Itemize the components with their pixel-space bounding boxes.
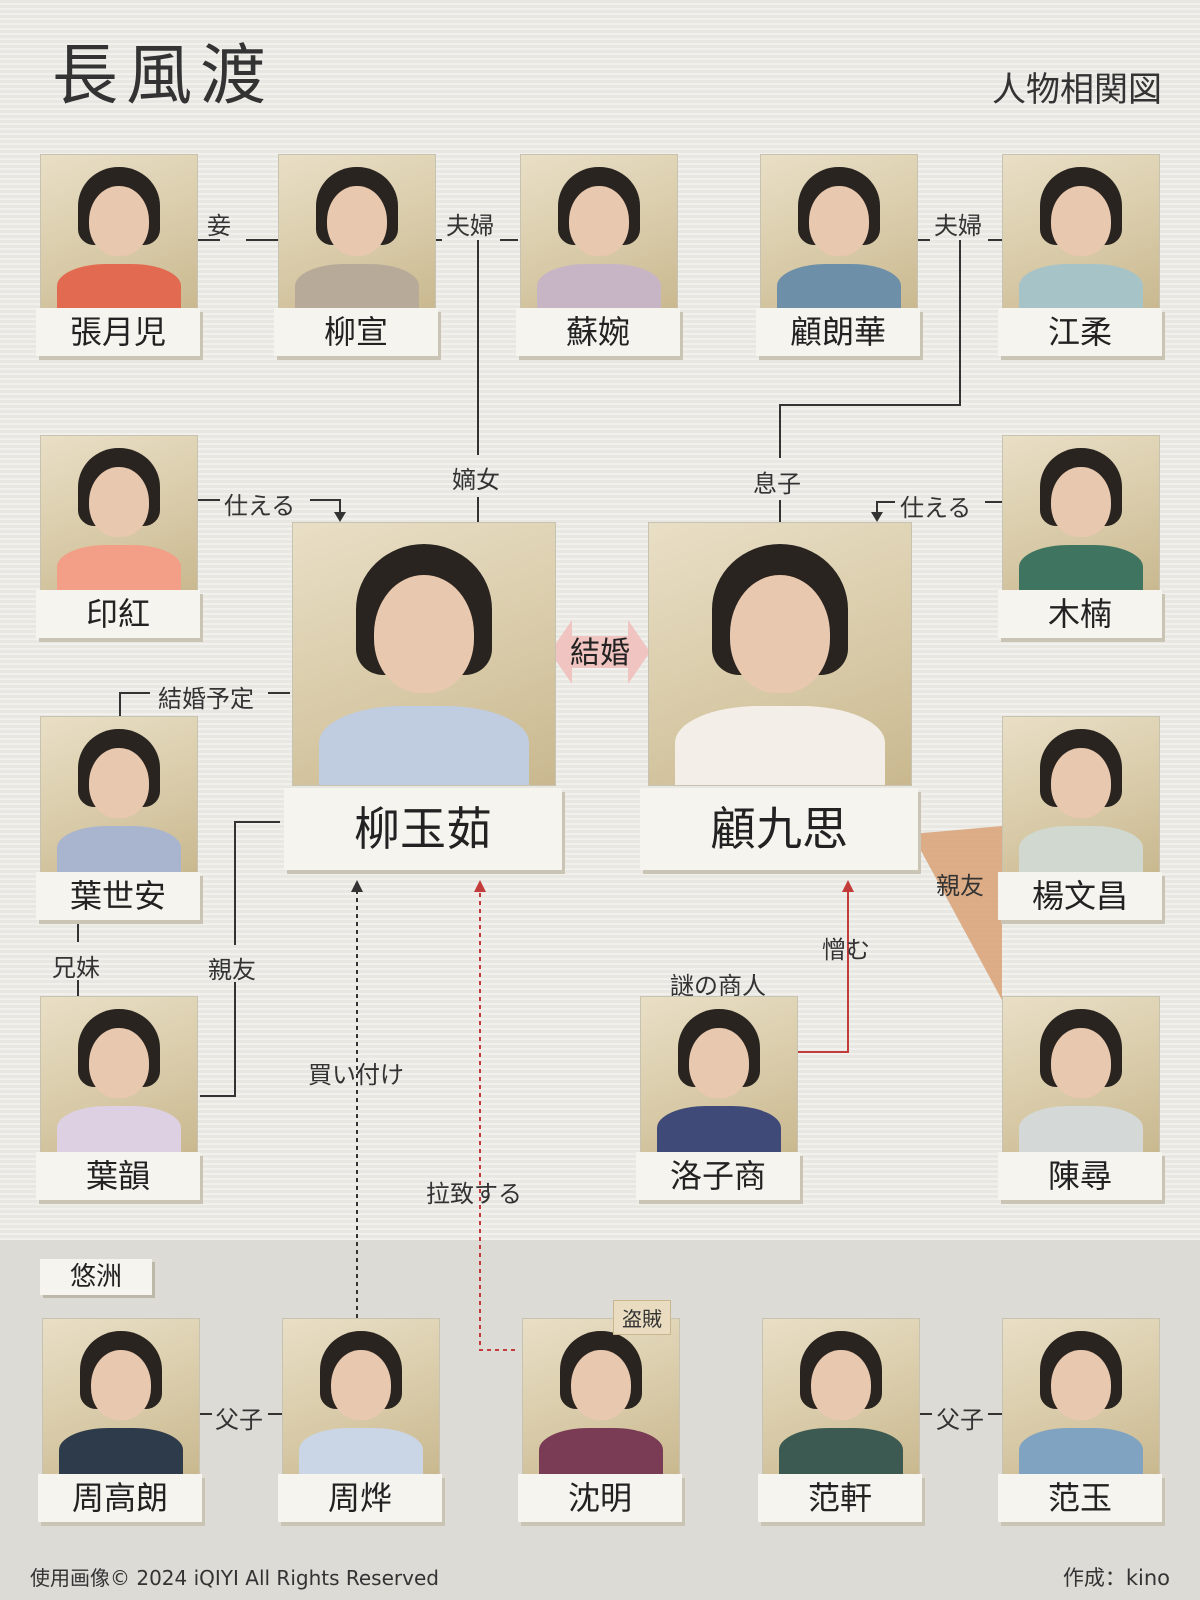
- character-name: 葉世安: [36, 872, 200, 920]
- line-serve1-right: [310, 499, 341, 516]
- character-name: 陳尋: [998, 1152, 1162, 1200]
- relation-friend2: 親友: [936, 872, 984, 900]
- character-name: 周高朗: [38, 1474, 202, 1522]
- relation-siblings: 兄妹: [52, 954, 100, 982]
- character-photo: [648, 522, 912, 786]
- relation-daughter: 嫡女: [452, 466, 500, 494]
- region-label: 悠洲: [40, 1259, 152, 1295]
- character-name: 沈明: [518, 1474, 682, 1522]
- character-photo: [520, 154, 678, 312]
- character-photo: [40, 435, 198, 593]
- character-photo: [282, 1318, 440, 1476]
- character-photo: [640, 996, 798, 1154]
- relation-concubine: 妾: [207, 212, 231, 240]
- relation-purchase: 買い付け: [308, 1061, 404, 1089]
- character-photo: [1002, 996, 1160, 1154]
- character-name: 顧九思: [640, 788, 918, 870]
- character-name: 范軒: [758, 1474, 922, 1522]
- character-photo: [1002, 1318, 1160, 1476]
- line-serve2-left: [876, 501, 895, 516]
- character-name: 張月児: [36, 308, 200, 356]
- character-photo: [1002, 154, 1160, 312]
- relation-friend1: 親友: [208, 956, 256, 984]
- character-name: 木楠: [998, 590, 1162, 638]
- relation-kidnap: 拉致する: [426, 1180, 522, 1208]
- character-name: 周烨: [278, 1474, 442, 1522]
- relation-serve1: 仕える: [224, 492, 296, 520]
- relation-marriage: 結婚: [570, 636, 630, 671]
- character-name: 楊文昌: [998, 872, 1162, 920]
- character-name: 柳玉茹: [284, 788, 562, 870]
- character-photo: [40, 996, 198, 1154]
- line-friend1-bottom: [200, 982, 236, 1097]
- character-photo: [522, 1318, 680, 1476]
- character-photo: [292, 522, 556, 786]
- marriage-arrow: [550, 620, 650, 684]
- relation-couple1: 夫婦: [446, 212, 494, 240]
- character-photo: [760, 154, 918, 312]
- line-friend1-top: [234, 821, 280, 945]
- thief-badge: 盗賊: [613, 1300, 671, 1335]
- relation-father-son1: 父子: [215, 1406, 263, 1434]
- page-subtitle: 人物相関図: [992, 70, 1162, 110]
- relation-couple2: 夫婦: [934, 212, 982, 240]
- character-name: 柳宣: [274, 308, 438, 356]
- relation-hate: 憎む: [822, 936, 870, 964]
- character-photo: [278, 154, 436, 312]
- wedge-friend2: [912, 826, 1002, 1000]
- character-photo: [40, 154, 198, 312]
- line-hate: [798, 886, 849, 1053]
- character-photo: [1002, 716, 1160, 874]
- line-son-top: [779, 240, 961, 458]
- character-photo: [40, 716, 198, 874]
- character-photo: [42, 1318, 200, 1476]
- character-name: 蘇婉: [516, 308, 680, 356]
- character-name: 洛子商: [636, 1152, 800, 1200]
- relation-serve2: 仕える: [900, 494, 972, 522]
- character-name: 范玉: [998, 1474, 1162, 1522]
- character-name: 顧朗華: [756, 308, 920, 356]
- author-credit: 作成：kino: [1062, 1566, 1170, 1590]
- character-name: 葉韻: [36, 1152, 200, 1200]
- line-kidnap: [479, 886, 515, 1351]
- relation-engaged: 結婚予定: [158, 685, 254, 713]
- character-name: 印紅: [36, 590, 200, 638]
- page-title: 長風渡: [52, 37, 274, 114]
- relation-father-son2: 父子: [936, 1406, 984, 1434]
- line-engaged-left: [119, 692, 150, 716]
- character-photo: [762, 1318, 920, 1476]
- character-name: 江柔: [998, 308, 1162, 356]
- relation-son: 息子: [753, 470, 801, 498]
- copyright-text: 使用画像© 2024 iQIYI All Rights Reserved: [30, 1566, 439, 1590]
- character-photo: [1002, 435, 1160, 593]
- relation-mystery-merchant: 謎の商人: [670, 972, 766, 1000]
